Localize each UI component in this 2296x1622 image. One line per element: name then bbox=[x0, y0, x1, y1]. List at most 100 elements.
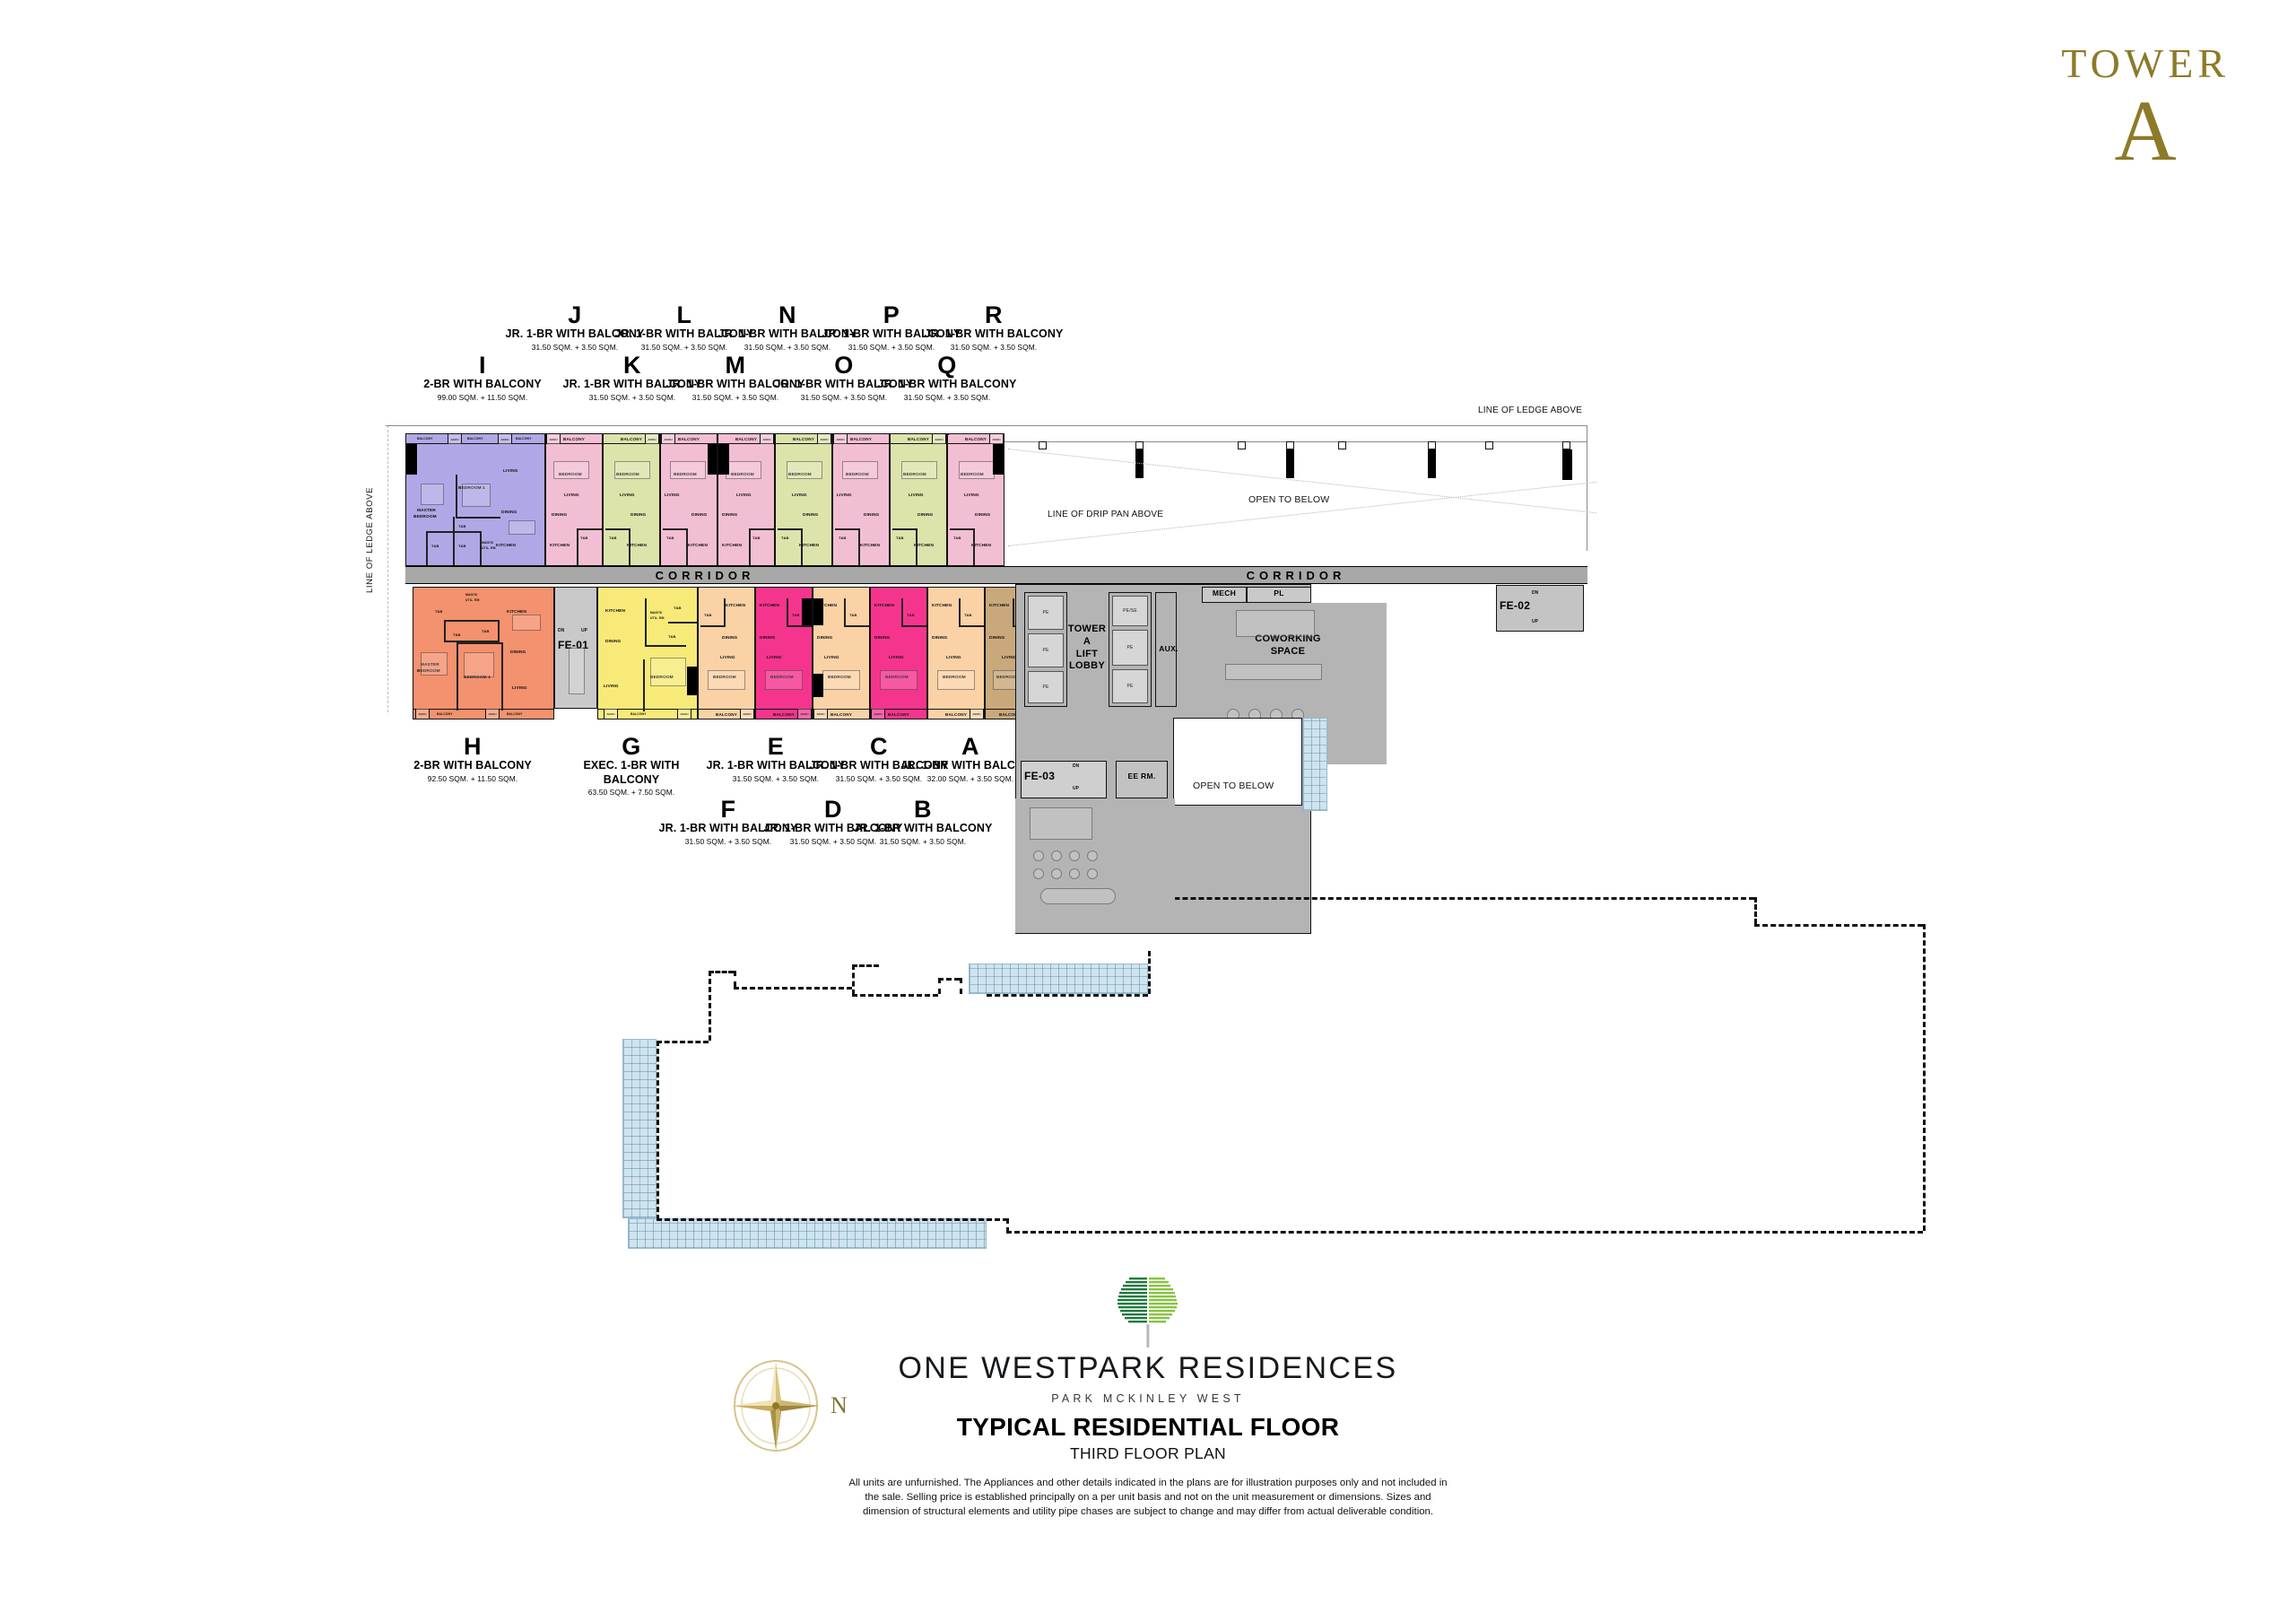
compass-rose-group: N bbox=[726, 1356, 848, 1455]
partition bbox=[959, 598, 961, 627]
partition bbox=[700, 625, 726, 627]
unit-plan-G: BALCONY ACCU ACCU KITCHEN DINING LIVING … bbox=[597, 587, 698, 719]
unit-plan-J: BALCONY ACCU BEDROOM LIVING DINING KITCH… bbox=[545, 433, 603, 566]
fe-01-label: FE-01 bbox=[558, 639, 589, 651]
room-label-living: LIVING bbox=[503, 469, 518, 474]
corridor-upper-left: CORRIDOR bbox=[405, 566, 1004, 584]
podium-outline bbox=[1754, 897, 1757, 924]
partition bbox=[844, 598, 846, 627]
room-label-living: LIVING bbox=[512, 686, 527, 691]
room-balcony-label: BALCONY bbox=[516, 437, 532, 440]
unit-type: JR. 1-BR WITH BALCONY bbox=[877, 378, 1017, 391]
room-label-maids: MAID'S/ bbox=[482, 541, 494, 545]
partition bbox=[901, 598, 903, 627]
unit-callout-R: R JR. 1-BR WITH BALCONY 31.50 SQM. + 3.5… bbox=[918, 302, 1070, 352]
unit-area: 31.50 SQM. + 3.50 SQM. bbox=[684, 836, 772, 846]
room-label-dining: DINING bbox=[501, 510, 517, 515]
partition bbox=[663, 528, 688, 530]
partition bbox=[645, 598, 647, 645]
unit-plan-B: BALCONY ACCU KITCHEN DINING LIVING BEDRO… bbox=[927, 587, 985, 719]
room-label-tb: T&B bbox=[964, 613, 972, 617]
room-label-dining: DINING bbox=[918, 513, 934, 518]
unit-plan-M: BALCONY ACCU BEDROOM LIVING DINING KITCH… bbox=[718, 433, 775, 566]
structural-wall bbox=[708, 444, 717, 475]
unit-letter: O bbox=[834, 352, 854, 379]
podium-outline bbox=[938, 978, 960, 981]
room-label-kitchen: KITCHEN bbox=[507, 610, 527, 615]
podium-outline-top bbox=[1037, 897, 1754, 900]
podium-outline bbox=[709, 971, 711, 1041]
unit-letter: P bbox=[883, 301, 900, 328]
furniture bbox=[509, 520, 535, 535]
unit-area: 31.50 SQM. + 3.50 SQM. bbox=[835, 773, 923, 783]
unit-callout-H: H 2-BR WITH BALCONY 92.50 SQM. + 11.50 S… bbox=[396, 734, 549, 783]
unit-plan-D: BALCONY ACCU KITCHEN DINING LIVING BEDRO… bbox=[813, 587, 870, 719]
note-line-of-ledge-above-left: LINE OF LEDGE ABOVE bbox=[365, 486, 375, 593]
partition bbox=[457, 642, 503, 644]
unit-type: JR. 1-BR WITH BALCONY bbox=[562, 378, 702, 391]
unit-area: 31.50 SQM. + 3.50 SQM. bbox=[691, 392, 779, 402]
corridor-label: CORRIDOR bbox=[1246, 568, 1346, 582]
unit-plan-F: BALCONY ACCU KITCHEN DINING LIVING BEDRO… bbox=[698, 587, 755, 719]
unit-plan-R-spacer bbox=[947, 433, 949, 435]
unit-area: 31.50 SQM. + 3.50 SQM. bbox=[588, 392, 676, 402]
disclaimer-text: All units are unfurnished. The Appliance… bbox=[848, 1478, 1448, 1518]
balcony-strip: BALCONY bbox=[813, 709, 869, 719]
unit-area: 31.50 SQM. + 3.50 SQM. bbox=[848, 342, 935, 352]
unit-letter: E bbox=[767, 733, 785, 760]
unit-letter: F bbox=[720, 796, 736, 823]
room-label-bedroom: BEDROOM bbox=[846, 473, 869, 477]
partition bbox=[643, 659, 645, 711]
stair-up-label: UP bbox=[581, 628, 587, 633]
room-label-tb: T&B bbox=[704, 613, 712, 617]
lounge-chair bbox=[1087, 868, 1098, 879]
room-label-master: MASTER bbox=[417, 509, 436, 513]
unit-type: JR. 1-BR WITH BALCONY bbox=[658, 822, 798, 835]
room-label-living: LIVING bbox=[946, 656, 961, 660]
room-label-master2: BEDROOM bbox=[413, 515, 437, 519]
partition bbox=[480, 531, 482, 565]
room-label-living: LIVING bbox=[837, 493, 852, 498]
balcony-strip: BALCONY bbox=[756, 709, 812, 719]
partition bbox=[787, 625, 812, 627]
column-mark bbox=[1562, 441, 1570, 449]
aux-label: AUX. bbox=[1159, 644, 1178, 653]
room-label-kitchen: KITCHEN bbox=[860, 544, 881, 548]
room-label-dining: DINING bbox=[722, 513, 738, 518]
stair-flight bbox=[569, 648, 585, 694]
balcony-strip: BALCONY bbox=[948, 434, 1004, 444]
column-solid bbox=[1135, 449, 1144, 478]
room-label-living: LIVING bbox=[964, 493, 979, 498]
room-label-tb: T&B bbox=[431, 544, 439, 548]
balcony-strip: BALCONY bbox=[699, 709, 754, 719]
stair-dn-label: DN bbox=[1532, 590, 1539, 596]
column-mark bbox=[1338, 441, 1346, 449]
partition bbox=[892, 528, 918, 530]
unit-area: 31.50 SQM. + 3.50 SQM. bbox=[732, 773, 820, 783]
lounge-table bbox=[1040, 888, 1116, 904]
room-label-living: LIVING bbox=[767, 656, 782, 660]
room-label-bedroom1: BEDROOM 1 bbox=[464, 676, 491, 680]
unit-letter: K bbox=[623, 352, 641, 379]
room-label-bedroom: BEDROOM bbox=[903, 473, 926, 477]
partition bbox=[668, 622, 697, 624]
column-solid bbox=[1562, 449, 1572, 480]
unit-plan-P: BALCONY ACCU BEDROOM LIVING DINING KITCH… bbox=[890, 433, 947, 566]
podium-outline-right bbox=[1923, 924, 1926, 1231]
unit-type: JR. 1-BR WITH BALCONY bbox=[774, 378, 914, 391]
aux-shaft bbox=[1155, 592, 1177, 707]
balcony-strip bbox=[598, 709, 697, 719]
furniture bbox=[842, 461, 878, 479]
room-label-bedroom: BEDROOM bbox=[828, 676, 851, 680]
furniture bbox=[726, 461, 761, 479]
accu-niche: ACCU bbox=[546, 434, 561, 444]
ee-rm-label: EE RM. bbox=[1127, 772, 1156, 780]
unit-area: 99.00 SQM. + 11.50 SQM. bbox=[437, 392, 528, 402]
column-mark bbox=[1428, 441, 1436, 449]
room-label-dining: DINING bbox=[803, 513, 819, 518]
room-label-master: MASTER bbox=[421, 663, 439, 667]
podium-outline bbox=[657, 1218, 1008, 1221]
podium-outline bbox=[987, 994, 1148, 997]
amenity-lounge-area bbox=[1015, 798, 1175, 933]
room-label-kitchen: KITCHEN bbox=[971, 544, 992, 548]
